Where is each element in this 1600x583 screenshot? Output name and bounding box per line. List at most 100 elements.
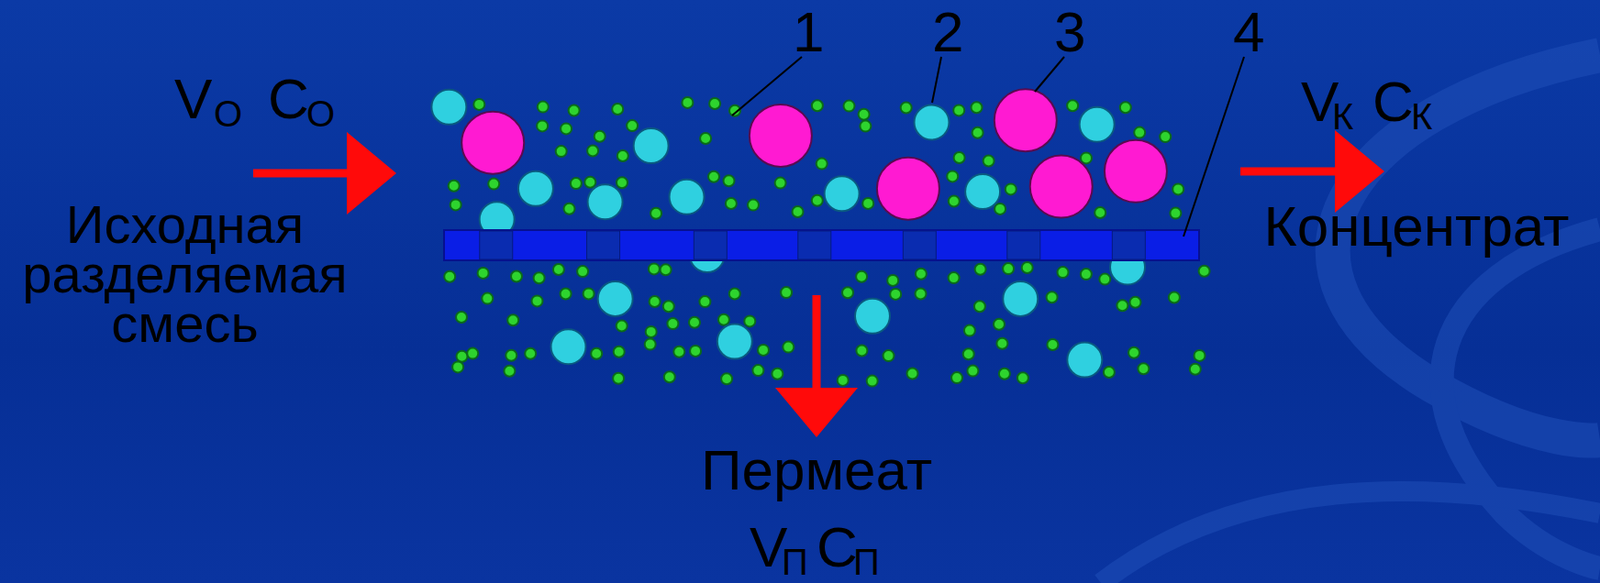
small-particle: [1120, 101, 1132, 113]
small-particle: [858, 109, 870, 121]
small-particle: [689, 345, 701, 357]
small-particle: [729, 288, 741, 300]
small-particle: [780, 287, 792, 299]
concentrate-label: Концентрат: [1240, 198, 1593, 256]
small-particle: [1017, 372, 1029, 384]
small-particle: [488, 178, 500, 190]
concentration-subscript: О: [306, 95, 335, 133]
small-particle: [626, 120, 638, 132]
feed-arrow: [253, 169, 372, 178]
small-particle: [972, 127, 984, 139]
small-particle: [507, 314, 519, 326]
small-particle: [1099, 274, 1111, 286]
small-particle: [587, 145, 599, 157]
small-particle: [1022, 262, 1034, 274]
membrane-pore: [798, 231, 832, 260]
small-particle: [568, 105, 580, 117]
callout-number: 1: [792, 3, 824, 61]
small-particle: [524, 348, 536, 360]
small-particle: [709, 98, 721, 110]
small-particle: [455, 311, 467, 323]
small-particle: [1057, 266, 1069, 278]
small-particle: [700, 133, 712, 145]
small-particle: [564, 203, 576, 215]
small-particle: [993, 319, 1005, 331]
small-particle: [699, 296, 711, 308]
small-particle: [811, 100, 823, 112]
medium-particle: [855, 299, 890, 334]
medium-particle: [598, 281, 634, 317]
small-particle: [1080, 268, 1092, 280]
small-particle: [999, 368, 1011, 380]
background-swirl: [1100, 55, 1600, 583]
small-particle: [505, 350, 517, 362]
small-particle: [448, 180, 460, 192]
small-particle: [775, 177, 787, 189]
small-particle: [649, 296, 661, 308]
small-particle: [953, 104, 965, 116]
small-particle: [718, 314, 730, 326]
small-particle: [757, 344, 769, 356]
concentrate-arrow: [1240, 167, 1360, 177]
small-particle: [866, 376, 878, 388]
small-particle: [466, 348, 478, 360]
small-particle: [971, 101, 983, 113]
membrane-band: [444, 230, 1200, 261]
small-particle: [1103, 366, 1115, 378]
small-particle: [503, 366, 515, 378]
small-particle: [590, 348, 602, 360]
small-particle: [613, 346, 625, 358]
medium-particle: [965, 174, 1000, 210]
concentration-subscript: П: [853, 544, 880, 581]
medium-particle: [551, 329, 587, 365]
small-particle: [536, 120, 548, 132]
small-particle: [946, 170, 958, 182]
concentration-symbol: C: [267, 70, 310, 128]
small-particle: [452, 361, 464, 373]
small-particle: [889, 288, 901, 300]
small-particle: [855, 271, 867, 283]
large-particle: [1104, 140, 1167, 203]
small-particle: [1133, 127, 1145, 139]
small-particle: [915, 268, 927, 280]
membrane-pore: [587, 231, 621, 260]
medium-particle: [633, 128, 669, 164]
medium-particle: [824, 176, 860, 212]
medium-particle: [588, 184, 623, 220]
small-particle: [1046, 339, 1058, 351]
small-particle: [782, 342, 794, 354]
small-particle: [681, 97, 693, 109]
small-particle: [450, 199, 462, 211]
small-particle: [477, 267, 489, 279]
small-particle: [975, 264, 987, 276]
flow-symbol: V: [174, 70, 212, 128]
small-particle: [964, 325, 976, 337]
small-particle: [1005, 183, 1017, 195]
small-particle: [553, 264, 565, 276]
small-particle: [650, 208, 662, 220]
small-particle: [900, 102, 912, 114]
small-particle: [660, 264, 672, 276]
small-particle: [1189, 364, 1201, 376]
small-particle: [951, 372, 963, 384]
flow-subscript: К: [1332, 98, 1354, 135]
membrane-pore: [1111, 231, 1145, 260]
small-particle: [456, 351, 468, 363]
small-particle: [511, 271, 523, 283]
membrane-pore: [1007, 231, 1041, 260]
medium-particle: [669, 179, 705, 215]
small-particle: [771, 368, 783, 380]
small-particle: [708, 171, 720, 183]
membrane: [444, 230, 1200, 261]
small-particle: [983, 155, 995, 167]
small-particle: [663, 300, 675, 312]
medium-particle: [1066, 343, 1102, 378]
small-particle: [996, 338, 1008, 350]
small-particle: [907, 368, 919, 380]
small-particle: [560, 122, 572, 134]
small-particle: [473, 99, 485, 111]
medium-particle: [431, 89, 467, 125]
small-particle: [1128, 347, 1140, 359]
leader-line: [1034, 56, 1065, 92]
small-particle: [725, 198, 737, 210]
